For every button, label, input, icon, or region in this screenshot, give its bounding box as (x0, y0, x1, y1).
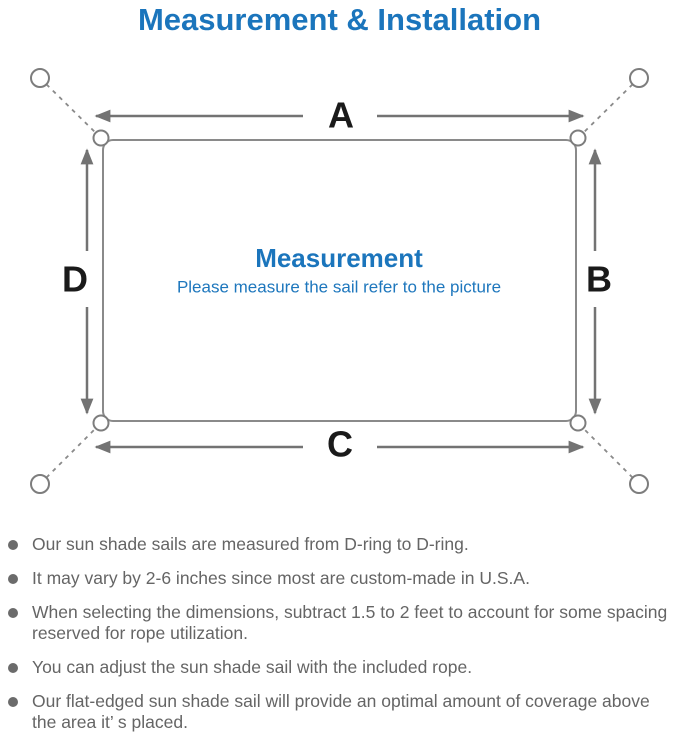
list-item: Our flat-edged sun shade sail will provi… (8, 691, 673, 733)
rope-dashed-line-bottom-right (575, 420, 640, 485)
bullet-dot-icon (8, 574, 18, 584)
bullet-dot-icon (8, 663, 18, 673)
sail-diagram-svg: A B C D Measurement Please measure the s… (30, 68, 649, 494)
anchor-ring-icon-bottom-left (30, 474, 50, 494)
list-item: Our sun shade sails are measured from D-… (8, 534, 673, 555)
bullet-dot-icon (8, 540, 18, 550)
notes-list: Our sun shade sails are measured from D-… (0, 534, 679, 733)
page-title: Measurement & Installation (137, 2, 542, 37)
rope-dashed-line-top-right (575, 77, 640, 141)
bullet-dot-icon (8, 608, 18, 618)
diagram-center-subtitle: Please measure the sail refer to the pic… (177, 278, 501, 297)
bullet-dot-icon (8, 697, 18, 707)
anchor-ring-icon-top-right (629, 68, 649, 88)
diagram-center-title: Measurement (255, 243, 423, 273)
sail-outline (102, 139, 577, 422)
note-text: Our flat-edged sun shade sail will provi… (32, 691, 650, 732)
anchor-ring-icon-bottom-right (629, 474, 649, 494)
d-ring-icon-bottom-right (569, 414, 587, 432)
dimension-label-d: D (62, 259, 88, 300)
anchor-ring-icon-top-left (30, 68, 50, 88)
rope-dashed-line-bottom-left (39, 420, 104, 485)
dimension-label-a: A (328, 95, 354, 136)
note-text: It may vary by 2-6 inches since most are… (32, 568, 530, 588)
d-ring-icon-bottom-left (92, 414, 110, 432)
list-item: You can adjust the sun shade sail with t… (8, 657, 673, 678)
dimension-label-b: B (586, 259, 612, 300)
dimension-label-c: C (327, 424, 353, 465)
note-text: When selecting the dimensions, subtract … (32, 602, 668, 643)
measurement-diagram: A B C D Measurement Please measure the s… (0, 55, 679, 510)
note-text: Our sun shade sails are measured from D-… (32, 534, 469, 554)
list-item: It may vary by 2-6 inches since most are… (8, 568, 673, 589)
list-item: When selecting the dimensions, subtract … (8, 602, 673, 644)
note-text: You can adjust the sun shade sail with t… (32, 657, 473, 677)
d-ring-icon-top-right (569, 129, 587, 147)
rope-dashed-line-top-left (39, 77, 104, 141)
d-ring-icon-top-left (92, 129, 110, 147)
